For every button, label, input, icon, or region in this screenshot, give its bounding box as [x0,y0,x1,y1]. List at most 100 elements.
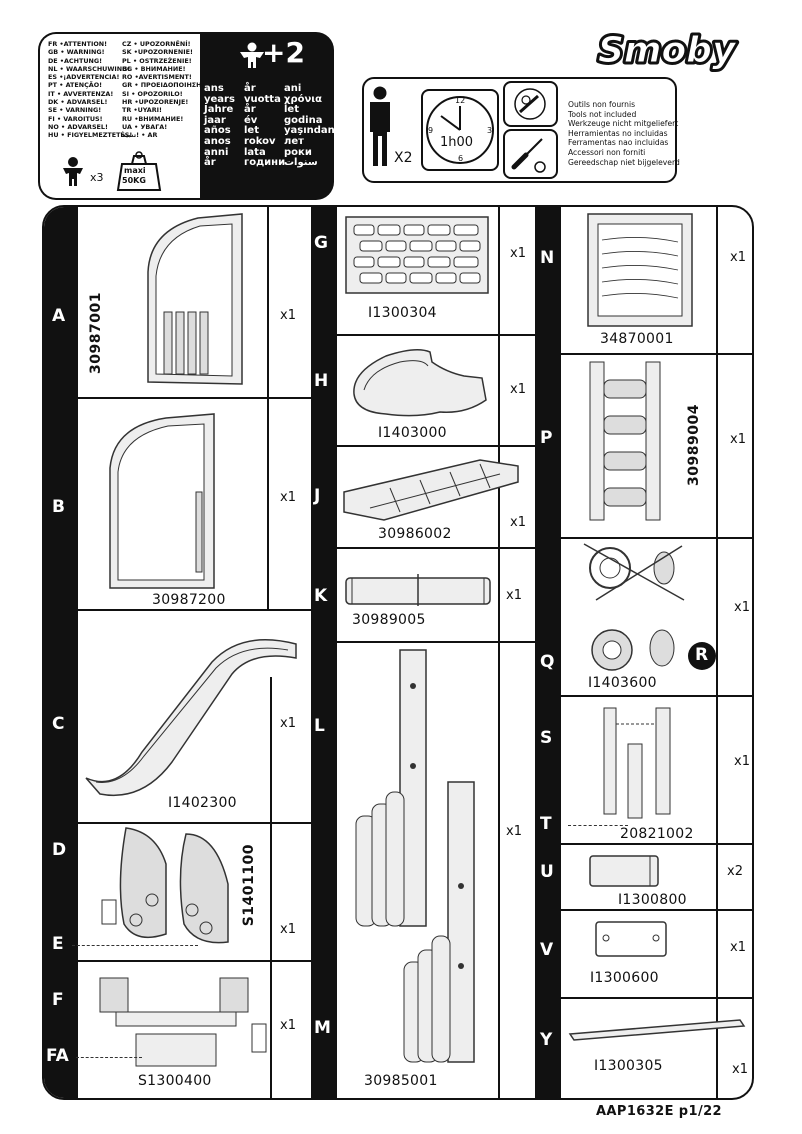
age-word: роки [284,146,312,158]
part-letter-r: R [695,645,709,665]
age-word: años [204,125,231,137]
part-a-drawing [147,213,243,385]
adult-icon [370,86,390,166]
logo-outline: Smoby [598,30,737,71]
part-letter-g: G [314,233,328,253]
part-letter-a: A [52,306,66,326]
part-letter-t: T [540,814,552,834]
part-y-bar [568,1019,746,1041]
warning-line: PT • ATENÇÃO! [48,81,103,90]
warning-line: SI • OPOZORILO! [122,89,183,98]
part-s-qty: x1 [734,754,750,769]
part-letter-f: F [52,990,64,1010]
part-m-code: 30985001 [364,1073,438,1089]
part-n-code: 34870001 [600,331,674,347]
part-p-qty: x1 [730,432,746,447]
tools-line: Outils non fournis [568,100,636,109]
part-letter-q: Q [540,652,555,672]
warning-line: SE • VARNING! [48,106,102,115]
warning-line: NL • WAARSCHUWING! [48,64,131,73]
part-q-steering-set [583,543,685,671]
part-letter-v: V [540,940,554,960]
people-count: X2 [394,150,413,166]
age-word: vuotta [244,93,281,105]
warning-line: DK • ADVARSEL! [48,98,108,107]
part-d-qty: x1 [280,922,296,937]
age-word: rokov [244,135,276,147]
part-b-qty: x1 [280,490,296,505]
tools-line: Accessori non forniti [568,147,646,157]
age-word: jaar [204,114,226,126]
warning-line: HR •UPOZORENJE! [122,98,189,107]
age-word: Jahre [204,104,234,116]
part-j-qty: x1 [510,515,526,530]
part-q-qty: x1 [734,600,750,615]
warning-line: FI • VAROITUS! [48,114,103,123]
warning-languages: FR •ATTENTION! GB • WARNING! DE •ACHTUNG… [40,34,204,198]
part-k-code: 30989005 [352,612,426,628]
warning-line: NO • ADVARSEL! [48,122,108,131]
users-count: x3 [90,171,104,184]
assembly-info-box [362,77,677,183]
part-g-qty: x1 [510,246,526,261]
age-word: years [204,93,235,105]
part-letter-m: M [314,1018,331,1038]
warning-line: UA • УВАГА! [122,122,168,131]
part-p-code: 30989004 [686,404,702,486]
warning-line: GR • ΠΡΟΕΙΔΟΠΟΙΗΣΗ! [122,81,205,90]
part-c-code: I1402300 [168,795,237,811]
part-h-qty: x1 [510,382,526,397]
letter-strip-left [44,207,78,1098]
screwdriver-bit-icon [514,88,546,120]
part-letter-j: J [314,486,321,506]
logo-text: Smoby [598,30,737,71]
part-d-steering-panels [101,827,229,944]
tools-line: Herramientas no incluidas [568,128,668,138]
warning-list-right: CZ • UPOZORNĚNÍ! SK •UPOZORNENIE! PL • O… [122,40,204,140]
warning-list-left: FR •ATTENTION! GB • WARNING! DE •ACHTUNG… [48,40,132,140]
age-word: yaşından [284,125,335,137]
part-u-code: I1300800 [618,892,687,908]
warning-line: DE •ACHTUNG! [48,56,103,65]
part-a-qty: x1 [280,308,296,323]
part-k-qty: x1 [506,588,522,603]
part-letter-y: Y [540,1030,553,1050]
letter-strip-middle [311,207,337,1098]
part-l-m-posts [355,649,475,1063]
smoby-logo: Smoby Smoby [594,26,754,73]
max-weight-label: maxi [124,166,146,175]
part-r-badge [688,642,716,670]
warning-line: ES •¡ADVERTENCIA! [48,73,120,82]
clock-9: 9 [428,126,434,135]
age-word: години [244,157,286,169]
age-word: ani [284,83,302,94]
part-letter-b: B [52,497,65,517]
age-word: лет [284,135,304,147]
part-letter-e: E [52,934,64,954]
part-m-qty: x1 [506,824,522,839]
clock-12: 12 [455,96,466,105]
age-word: år [244,104,256,116]
age-plus: +2 [262,36,305,69]
clock-icon [426,96,494,164]
part-c-slide [85,638,297,797]
child-age-icon [240,42,264,68]
warning-line: IT • AVVERTENZA! [48,89,114,98]
part-h-seat [353,349,487,417]
part-letter-l: L [314,716,325,736]
age-word: χρόνια [284,93,323,105]
clock-6: 6 [458,154,464,163]
tools-not-included: Outils non fournis Tools not included We… [568,100,680,167]
warning-line: تنبيه! • AR [122,131,158,140]
assembly-time: 1h00 [440,135,474,150]
age-word: år [204,157,216,169]
age-word: anni [204,146,229,158]
age-word: ans [204,83,224,94]
part-j-floor [343,459,519,521]
age-word: godina [284,114,323,126]
part-e-leader [72,945,198,946]
tools-line: Gereedschap niet bijgeleverd [568,157,680,167]
part-letter-n: N [540,248,555,268]
part-n-qty: x1 [730,250,746,265]
part-a-code: 30987001 [88,292,104,374]
